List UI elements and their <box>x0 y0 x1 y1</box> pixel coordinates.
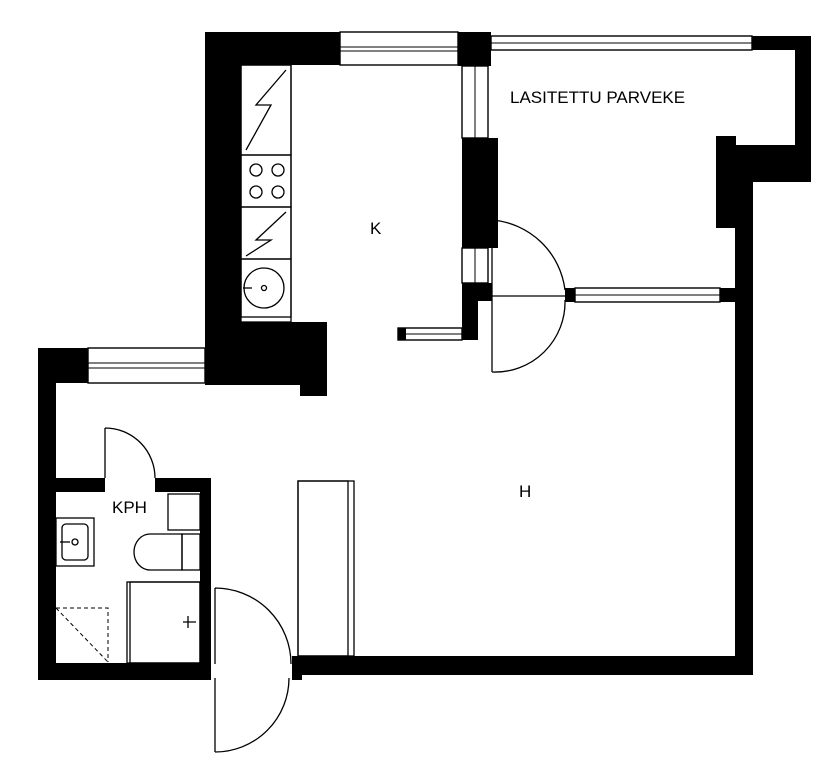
fridge-symbol-icon <box>245 69 287 151</box>
windows <box>87 31 753 384</box>
burner-icon <box>271 163 285 177</box>
toilet-tank <box>181 533 201 571</box>
wall-bath-bottom <box>38 663 211 680</box>
burner-icon <box>271 185 285 199</box>
wall-kitchen-top-right <box>458 32 491 66</box>
wardrobe-cabinet <box>297 480 355 657</box>
wall-living-top-right <box>720 288 753 302</box>
kitchen-fixtures <box>240 64 292 323</box>
wall-living-right <box>735 145 753 675</box>
kitchen-sink <box>240 258 292 318</box>
door-balcony-upper <box>491 219 566 300</box>
door-balcony-lower <box>491 299 566 373</box>
window-kitchen-top <box>339 31 459 66</box>
wall-entrance-right-jamb <box>292 656 302 680</box>
wall-balcony-inner-pillar <box>716 136 736 228</box>
room-label-bathroom: KPH <box>112 498 147 517</box>
freezer-symbol-icon <box>245 211 287 257</box>
wall-kitchen-balcony-lower <box>462 283 492 301</box>
walls <box>38 32 811 680</box>
wall-bath-right <box>200 478 211 678</box>
toilet <box>133 533 183 571</box>
door-entrance-lower <box>214 677 290 753</box>
washbasin <box>55 517 95 567</box>
washing-machine <box>167 493 201 531</box>
wall-living-bottom <box>292 656 753 675</box>
washbasin-drain-icon <box>71 538 79 546</box>
wall-kitchen-left <box>205 32 241 352</box>
wardrobe <box>297 480 355 657</box>
wall-bath-top-right <box>155 478 211 492</box>
doors <box>104 219 566 753</box>
window-hall <box>87 347 206 384</box>
burner-icon <box>249 163 263 177</box>
door-entrance-upper <box>214 587 292 665</box>
wall-kitchen-partition-end <box>462 300 478 340</box>
sink-drain-icon <box>260 284 268 292</box>
room-label-kitchen: K <box>370 219 382 238</box>
wall-bath-top-left <box>38 478 105 492</box>
shower-curtain <box>55 607 109 663</box>
bathroom-fixtures <box>55 493 201 664</box>
room-label-living: H <box>519 482 531 501</box>
room-label-balcony: LASITETTU PARVEKE <box>510 88 685 107</box>
wall-kitchen-bottom-notch <box>300 322 327 396</box>
burner-icon <box>249 185 263 199</box>
wall-hall-left <box>38 348 56 680</box>
door-bathroom <box>104 427 156 479</box>
wall-door-jamb-balcony <box>565 288 575 302</box>
wall-hall-top-right <box>205 348 225 383</box>
shower-faucet-icon <box>183 616 196 628</box>
